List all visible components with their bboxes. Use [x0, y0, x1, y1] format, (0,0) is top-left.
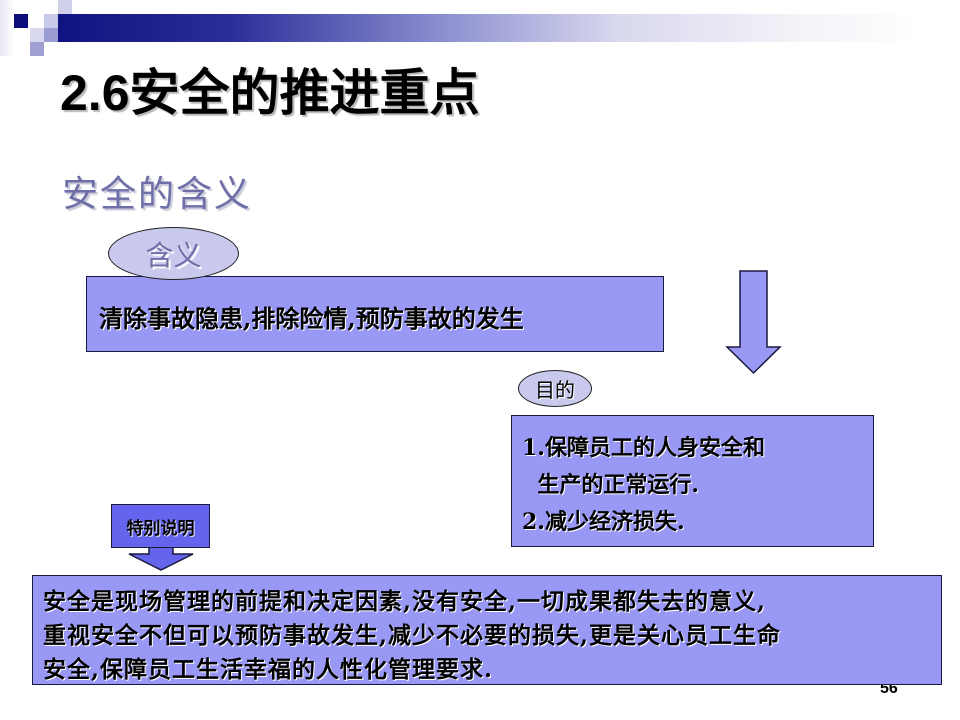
meaning-label-ellipse: 含义: [108, 227, 239, 280]
deco-square: [30, 42, 44, 56]
special-note-callout: 特别说明: [111, 504, 210, 548]
callout-arrow-icon: [128, 546, 194, 571]
meaning-text: 清除事故隐患,排除险情,预防事故的发生: [99, 304, 524, 333]
deco-square: [30, 28, 44, 42]
slide-title: 2.6安全的推进重点: [60, 65, 480, 121]
slide-subtitle: 安全的含义: [62, 174, 253, 215]
deco-square: [44, 14, 58, 28]
deco-square: [44, 28, 58, 42]
deco-square: [58, 0, 72, 14]
note-line-1: 安全是现场管理的前提和决定因素,没有安全,一切成果都失去的意义,: [43, 588, 767, 615]
down-arrow-icon: [725, 270, 782, 375]
purpose-label-ellipse: 目的: [518, 370, 592, 407]
meaning-label: 含义: [145, 238, 202, 272]
deco-square: [0, 0, 14, 56]
purpose-line-1: 1.保障员工的人身安全和: [522, 435, 765, 461]
note-box: 安全是现场管理的前提和决定因素,没有安全,一切成果都失去的意义, 重视安全不但可…: [32, 575, 942, 685]
purpose-line-3: 2.减少经济损失.: [522, 509, 685, 535]
note-line-3: 安全,保障员工生活幸福的人性化管理要求.: [43, 656, 494, 683]
note-line-2: 重视安全不但可以预防事故发生,减少不必要的损失,更是关心员工生命: [43, 622, 782, 649]
meaning-box: 清除事故隐患,排除险情,预防事故的发生: [86, 276, 664, 352]
purpose-label: 目的: [535, 378, 575, 402]
purpose-box: 1.保障员工的人身安全和 生产的正常运行. 2.减少经济损失.: [511, 415, 874, 547]
header-gradient-bar: [58, 14, 920, 42]
purpose-line-2: 生产的正常运行.: [522, 472, 699, 498]
deco-square: [14, 14, 28, 28]
special-note-label: 特别说明: [126, 518, 195, 539]
